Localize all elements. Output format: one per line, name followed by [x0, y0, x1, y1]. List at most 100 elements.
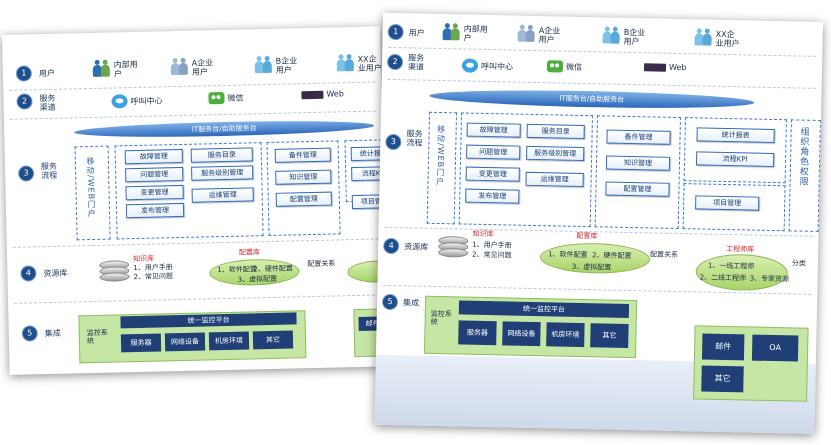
change-button[interactable]: 变更管理	[465, 166, 520, 182]
channel-wechat: 微信	[208, 91, 244, 105]
knowledge-button[interactable]: 知识管理	[275, 169, 332, 185]
user-company-a: A企业用户	[517, 26, 562, 45]
people-icon	[254, 59, 273, 74]
kb-item: 2、常见问题	[133, 272, 174, 282]
row-number: 3	[18, 166, 34, 181]
user-label: XX企业用户	[357, 54, 382, 73]
problem-button[interactable]: 问题管理	[125, 166, 184, 183]
row-title-users: 用户	[408, 28, 425, 38]
row-title-resources: 资源库	[43, 268, 68, 279]
config-item: 2、硬件配置	[591, 251, 632, 261]
operations-button[interactable]: 运维管理	[191, 187, 254, 203]
database-icon	[99, 260, 130, 285]
browser-icon	[301, 90, 324, 99]
row-title-integration: 集成	[402, 298, 420, 308]
row-number: 1	[388, 24, 403, 40]
engineer-item: 3、专家资源	[749, 274, 790, 284]
change-button[interactable]: 变更管理	[125, 184, 184, 201]
row-number: 5	[382, 294, 398, 310]
network-button[interactable]: 网络设备	[502, 321, 541, 347]
channel-wechat: 微信	[546, 60, 582, 73]
user-company-xx: XX企业用户	[694, 29, 740, 49]
portal-box: 移动/WEB门户	[426, 111, 458, 225]
channel-web: Web	[301, 89, 344, 99]
robot-icon	[461, 58, 479, 73]
row-title-users: 用户	[38, 68, 55, 79]
people-icon	[336, 57, 355, 72]
channel-label: Web	[326, 89, 344, 99]
asset-button[interactable]: 备件管理	[606, 129, 671, 145]
row-number: 1	[16, 66, 32, 81]
project-button[interactable]: 项目管理	[695, 195, 760, 211]
release-button[interactable]: 发布管理	[125, 202, 185, 219]
room-button[interactable]: 机房环境	[208, 331, 250, 351]
operations-button[interactable]: 运维管理	[525, 171, 584, 188]
kb-title: 知识库	[133, 254, 155, 264]
user-label: A企业用户	[538, 26, 561, 45]
knowledge-button[interactable]: 知识管理	[605, 155, 671, 171]
row-number: 2	[17, 94, 32, 109]
user-label: XX企业用户	[715, 29, 740, 49]
portal-label: 移动/WEB门户	[435, 124, 446, 187]
incident-button[interactable]: 故障管理	[124, 148, 183, 165]
row-title-integration: 集成	[44, 328, 61, 339]
other-system-button[interactable]: 其它	[701, 365, 744, 393]
user-internal: 内部用户	[442, 24, 488, 43]
user-company-b: B企业用户	[254, 56, 300, 75]
row-title-channels: 服务渠道	[39, 93, 56, 113]
asset-button[interactable]: 备件管理	[274, 147, 331, 163]
config-db-title: 配置库	[576, 231, 598, 241]
row-title-process: 服务流程	[406, 129, 423, 148]
monitor-system-label: 监控系统	[86, 328, 108, 346]
channel-label: 微信	[227, 93, 244, 103]
row-number: 5	[22, 326, 37, 341]
user-label: A企业用户	[191, 58, 214, 77]
room-button[interactable]: 机房环境	[546, 322, 585, 348]
row-divider	[387, 78, 816, 89]
config-relation: 配置关系	[307, 259, 336, 269]
catalog-button[interactable]: 服务目录	[526, 123, 585, 140]
sla-button[interactable]: 服务级别管理	[191, 165, 254, 181]
config-button[interactable]: 配置管理	[605, 181, 670, 197]
problem-button[interactable]: 问题管理	[466, 144, 521, 160]
mail-button[interactable]: 邮件	[701, 333, 745, 361]
row-divider	[12, 238, 379, 248]
role-label: 组织角色权限	[797, 126, 809, 187]
catalog-button[interactable]: 服务目录	[190, 147, 253, 163]
config-button[interactable]: 配置管理	[275, 191, 332, 207]
role-group: 组织角色权限	[788, 119, 821, 232]
server-button[interactable]: 服务器	[120, 333, 162, 353]
row-number: 3	[386, 134, 401, 150]
sla-button[interactable]: 服务级别管理	[526, 145, 585, 162]
robot-icon	[111, 94, 128, 109]
monitor-system-label: 监控系统	[430, 309, 452, 326]
row-title-resources: 资源库	[404, 242, 429, 252]
other-button[interactable]: 其它	[252, 330, 294, 350]
engineer-db-shape	[695, 253, 789, 292]
network-button[interactable]: 网络设备	[164, 332, 206, 352]
other-button[interactable]: 其它	[590, 323, 629, 348]
config-relation: 配置关系	[650, 250, 679, 260]
portal-box: 移动/WEB门户	[74, 145, 111, 241]
report-button[interactable]: 统计报表	[696, 127, 775, 144]
server-button[interactable]: 服务器	[458, 320, 497, 346]
engineer-item: 2、二线工程师	[699, 273, 747, 283]
kb-item: 1、用户手册	[133, 263, 173, 273]
database-icon	[437, 235, 469, 261]
people-icon	[170, 61, 189, 76]
user-company-a: A企业用户	[170, 58, 216, 77]
row-title-channels: 服务渠道	[407, 53, 425, 72]
row-title-process: 服务流程	[40, 161, 58, 181]
service-desk-banner: IT服务台/自助服务台	[429, 87, 755, 111]
release-button[interactable]: 发布管理	[465, 188, 520, 204]
wechat-icon	[546, 60, 564, 73]
user-company-b: B企业用户	[602, 27, 647, 46]
channel-label: 呼叫中心	[130, 95, 163, 106]
incident-button[interactable]: 故障管理	[466, 122, 521, 138]
row-number: 4	[21, 266, 36, 281]
channel-label: 呼叫中心	[480, 61, 514, 72]
kb-item: 1、用户手册	[472, 240, 512, 250]
oa-button[interactable]: OA	[751, 334, 799, 362]
people-icon	[602, 29, 621, 44]
kpi-button[interactable]: 流程KPI	[695, 151, 775, 168]
